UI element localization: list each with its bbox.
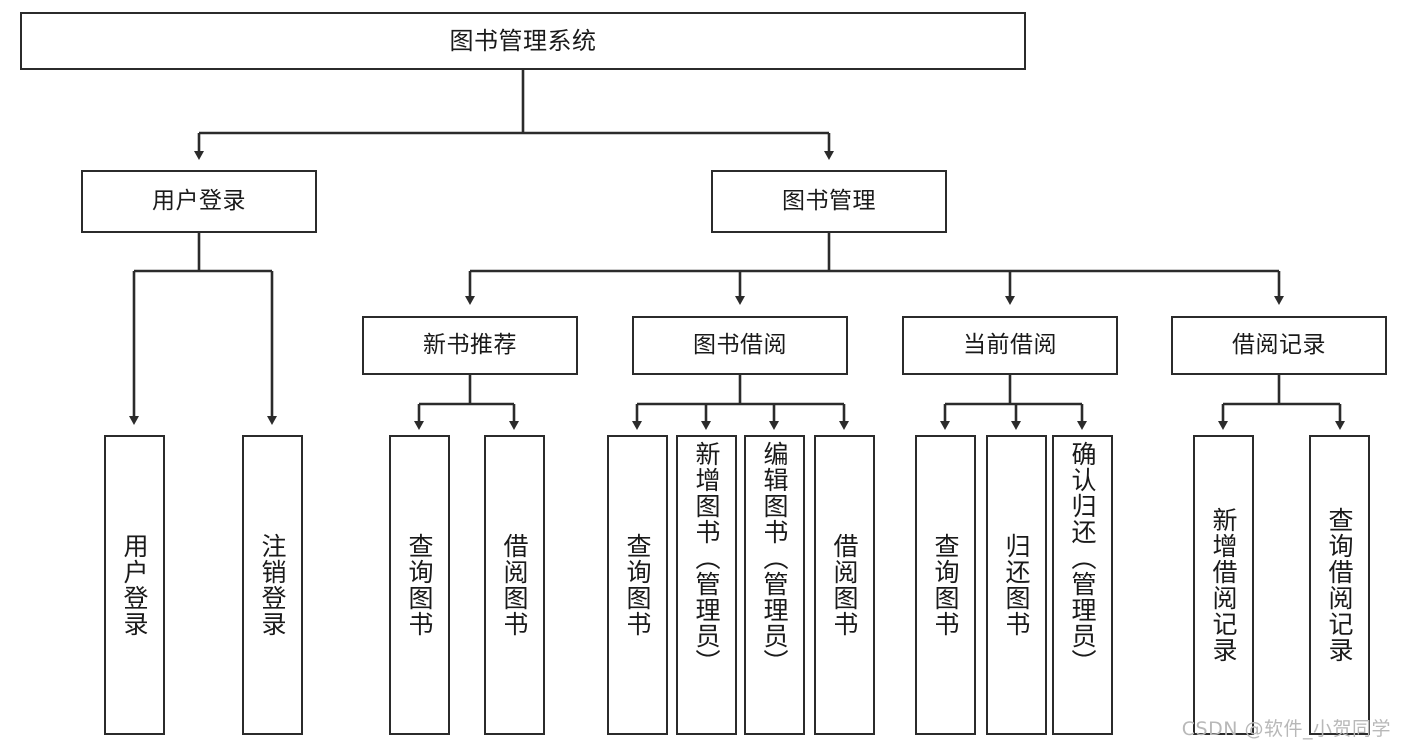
node-leaf-confirm-return-label: 确认归还（管理员） [1068,441,1097,675]
node-borrow-record[interactable]: 借阅记录 [1171,316,1387,375]
node-leaf-query-record[interactable]: 查询借阅记录 [1309,435,1370,735]
node-leaf-borrow-book-1[interactable]: 借阅图书 [484,435,545,735]
node-book-borrow[interactable]: 图书借阅 [632,316,848,375]
node-leaf-borrow-book-1-label: 借阅图书 [500,533,529,637]
node-root-label: 图书管理系统 [449,26,597,55]
node-leaf-query-record-label: 查询借阅记录 [1325,507,1354,663]
node-current-borrow[interactable]: 当前借阅 [902,316,1118,375]
node-book-manage-label: 图书管理 [782,187,876,214]
node-leaf-borrow-book-2-label: 借阅图书 [830,533,859,637]
csdn-watermark: CSDN @软件_小贺同学 [1181,718,1391,740]
node-leaf-query-book-3[interactable]: 查询图书 [915,435,976,735]
node-new-book-recommend[interactable]: 新书推荐 [362,316,578,375]
node-leaf-query-book-3-label: 查询图书 [931,533,960,637]
node-user-login-label: 用户登录 [152,187,246,214]
node-leaf-query-book-1[interactable]: 查询图书 [389,435,450,735]
node-leaf-add-book[interactable]: 新增图书（管理员） [676,435,737,735]
node-leaf-query-book-2-label: 查询图书 [623,533,652,637]
node-current-borrow-label: 当前借阅 [963,331,1057,358]
node-leaf-borrow-book-2[interactable]: 借阅图书 [814,435,875,735]
node-leaf-add-record-label: 新增借阅记录 [1209,507,1238,663]
node-borrow-record-label: 借阅记录 [1232,331,1326,358]
node-leaf-query-book-1-label: 查询图书 [405,533,434,637]
node-leaf-edit-book[interactable]: 编辑图书（管理员） [744,435,805,735]
node-leaf-query-book-2[interactable]: 查询图书 [607,435,668,735]
node-leaf-confirm-return[interactable]: 确认归还（管理员） [1052,435,1113,735]
node-leaf-return-book[interactable]: 归还图书 [986,435,1047,735]
node-leaf-user-logout-label: 注销登录 [258,533,287,637]
node-new-book-recommend-label: 新书推荐 [423,331,517,358]
node-leaf-add-record[interactable]: 新增借阅记录 [1193,435,1254,735]
node-book-manage[interactable]: 图书管理 [711,170,947,233]
node-leaf-add-book-label: 新增图书（管理员） [692,441,721,675]
node-leaf-user-login[interactable]: 用户登录 [104,435,165,735]
node-leaf-user-login-label: 用户登录 [120,533,149,637]
node-leaf-user-logout[interactable]: 注销登录 [242,435,303,735]
node-leaf-edit-book-label: 编辑图书（管理员） [760,441,789,675]
node-leaf-return-book-label: 归还图书 [1002,533,1031,637]
node-user-login[interactable]: 用户登录 [81,170,317,233]
node-book-borrow-label: 图书借阅 [693,331,787,358]
node-root[interactable]: 图书管理系统 [20,12,1026,70]
